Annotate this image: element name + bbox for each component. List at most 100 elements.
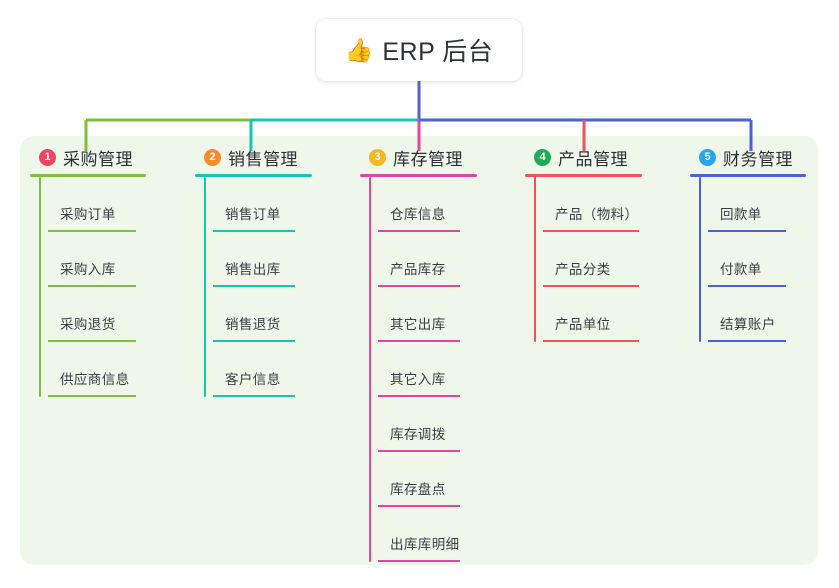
branch-item-label: 采购入库 [60,262,116,277]
branch-item-label: 销售出库 [225,262,281,277]
branch-item-rule [48,395,136,397]
branch-item-label: 付款单 [720,262,762,277]
branch-item-label: 回款单 [720,207,762,222]
branch-item[interactable]: 库存调拨 [378,397,477,452]
branch-items: 采购订单采购入库采购退货供应商信息 [30,177,146,397]
branch-number-badge: 3 [369,148,386,166]
branch-header-4[interactable]: 4 产品管理 [525,144,642,170]
branch-item[interactable]: 其它入库 [378,342,477,397]
branch-item-rule [708,230,786,232]
branch-header-5[interactable]: 5 财务管理 [690,144,806,170]
branch-column-3: 3 库存管理仓库信息产品库存其它出库其它入库库存调拨库存盘点出库库明细 [360,144,477,562]
branch-spine [369,177,371,562]
branch-item-label: 产品单位 [555,317,611,332]
branch-item-rule [543,340,639,342]
branch-number-badge: 2 [204,148,221,166]
branch-item-label: 库存盘点 [390,482,446,497]
branch-spine [204,177,206,397]
branch-number-badge: 4 [534,148,551,166]
branch-items: 销售订单销售出库销售退货客户信息 [195,177,312,397]
branch-item[interactable]: 销售出库 [213,232,312,287]
branch-column-4: 4 产品管理产品（物料） 产品分类产品单位 [525,144,642,342]
branch-header-rule [525,174,642,177]
branch-column-2: 2 销售管理销售订单销售出库销售退货客户信息 [195,144,312,397]
branch-item-rule [543,285,639,287]
branch-item[interactable]: 产品（物料） [543,177,642,232]
branch-item[interactable]: 结算账户 [708,287,806,342]
branch-item-label: 其它入库 [390,372,446,387]
branch-item[interactable]: 供应商信息 [48,342,146,397]
branch-item-rule [378,230,460,232]
branch-item[interactable]: 采购入库 [48,232,146,287]
branch-item[interactable]: 产品分类 [543,232,642,287]
branch-item-label: 销售订单 [225,207,281,222]
thumbs-up-icon: 👍 [344,36,374,63]
branch-item-label: 其它出库 [390,317,446,332]
branch-item-rule [378,285,460,287]
branch-item-label: 供应商信息 [60,372,130,387]
branch-header-rule [30,174,146,177]
root-node[interactable]: 👍 ERP 后台 [316,19,522,81]
branch-item-label: 客户信息 [225,372,281,387]
branch-item-rule [378,560,460,562]
branch-item-label: 产品（物料） [555,207,639,222]
branch-item-rule [378,395,460,397]
branch-item[interactable]: 销售订单 [213,177,312,232]
branch-item-rule [213,230,295,232]
branch-item-rule [48,285,136,287]
branch-items: 回款单付款单结算账户 [690,177,806,342]
branch-item-label: 产品分类 [555,262,611,277]
branch-items: 产品（物料） 产品分类产品单位 [525,177,642,342]
branch-item[interactable]: 产品单位 [543,287,642,342]
branch-items: 仓库信息产品库存其它出库其它入库库存调拨库存盘点出库库明细 [360,177,477,562]
branch-item[interactable]: 付款单 [708,232,806,287]
branch-item[interactable]: 产品库存 [378,232,477,287]
branch-item-rule [708,340,786,342]
branch-header-rule [195,174,312,177]
branch-item-rule [213,395,295,397]
branch-item[interactable]: 仓库信息 [378,177,477,232]
branch-item[interactable]: 其它出库 [378,287,477,342]
branch-spine [699,177,701,342]
branch-title: 销售管理 [228,149,298,169]
branch-item-rule [213,285,295,287]
branch-item-rule [378,505,460,507]
branch-header-rule [690,174,806,177]
branch-item-label: 结算账户 [720,317,776,332]
branch-header-3[interactable]: 3 库存管理 [360,144,477,170]
branch-column-5: 5 财务管理回款单付款单结算账户 [690,144,806,342]
branch-title: 财务管理 [723,149,793,169]
branch-item-label: 库存调拨 [390,427,446,442]
mindmap-panel [20,136,818,565]
branch-number-badge: 5 [699,148,716,166]
branch-item[interactable]: 库存盘点 [378,452,477,507]
branch-item[interactable]: 客户信息 [213,342,312,397]
branch-item[interactable]: 出库库明细 [378,507,477,562]
branch-spine [39,177,41,397]
branch-header-2[interactable]: 2 销售管理 [195,144,312,170]
branch-title: 产品管理 [558,149,628,169]
branch-spine [534,177,536,342]
branch-item-rule [708,285,786,287]
branch-item-rule [543,230,639,232]
branch-item-label: 产品库存 [390,262,446,277]
branch-item[interactable]: 回款单 [708,177,806,232]
branch-item-label: 采购订单 [60,207,116,222]
branch-item-label: 销售退货 [225,317,281,332]
branch-title: 采购管理 [63,149,133,169]
branch-item[interactable]: 销售退货 [213,287,312,342]
root-node-label: ERP 后台 [382,38,494,66]
branch-item-rule [48,230,136,232]
branch-item-label: 出库库明细 [390,537,460,552]
branch-item-label: 仓库信息 [390,207,446,222]
branch-title: 库存管理 [393,149,463,169]
branch-item[interactable]: 采购退货 [48,287,146,342]
branch-item-label: 采购退货 [60,317,116,332]
branch-header-rule [360,174,477,177]
branch-item[interactable]: 采购订单 [48,177,146,232]
branch-item-rule [378,340,460,342]
branch-item-rule [213,340,295,342]
